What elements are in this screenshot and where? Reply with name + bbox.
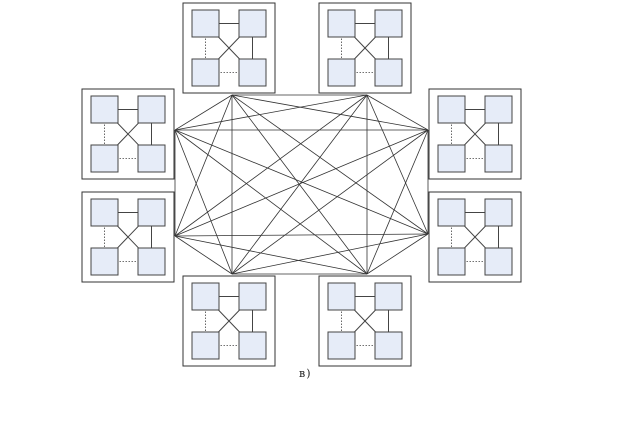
node-box: [90, 144, 119, 173]
node-box: [484, 247, 513, 276]
cluster-right-bottom: [428, 191, 522, 283]
cluster-left-top: [81, 88, 175, 180]
figure-caption: в): [299, 367, 312, 380]
node-box: [437, 198, 466, 227]
node-box: [327, 58, 356, 87]
node-box: [484, 198, 513, 227]
node-box: [484, 144, 513, 173]
node-box: [238, 331, 267, 360]
link-cluster-bottom-left-to-cluster-left-top: [174, 129, 233, 275]
node-box: [374, 282, 403, 311]
link-cluster-top-right-to-cluster-bottom-left: [231, 94, 368, 275]
node-box: [437, 95, 466, 124]
link-cluster-top-left-to-cluster-right-top: [231, 94, 429, 131]
node-box: [238, 9, 267, 38]
node-box: [90, 95, 119, 124]
node-box: [191, 9, 220, 38]
node-box: [374, 331, 403, 360]
link-cluster-right-bottom-to-cluster-left-bottom: [174, 233, 429, 237]
cluster-left-bottom: [81, 191, 175, 283]
node-box: [137, 95, 166, 124]
link-cluster-top-right-to-cluster-left-bottom: [174, 94, 368, 237]
node-box: [327, 9, 356, 38]
node-box: [191, 58, 220, 87]
link-cluster-top-right-to-cluster-right-top: [366, 94, 429, 131]
link-cluster-top-left-to-cluster-left-bottom: [174, 94, 233, 237]
link-cluster-top-left-to-cluster-right-bottom: [231, 94, 429, 235]
node-box: [191, 282, 220, 311]
link-cluster-right-top-to-cluster-left-bottom: [174, 129, 429, 237]
node-box: [238, 282, 267, 311]
node-box: [90, 247, 119, 276]
node-box: [437, 247, 466, 276]
node-box: [437, 144, 466, 173]
link-cluster-right-top-to-cluster-bottom-right: [366, 129, 429, 275]
link-cluster-top-right-to-cluster-left-top: [174, 94, 368, 131]
node-box: [374, 9, 403, 38]
node-box: [327, 331, 356, 360]
link-cluster-right-bottom-to-cluster-left-top: [174, 129, 429, 235]
cluster-bottom-right: [318, 275, 412, 367]
cluster-bottom-left: [182, 275, 276, 367]
link-cluster-top-left-to-cluster-left-top: [174, 94, 233, 131]
link-cluster-right-top-to-cluster-bottom-left: [231, 129, 429, 275]
link-cluster-bottom-right-to-cluster-left-bottom: [174, 235, 368, 275]
node-box: [327, 282, 356, 311]
link-cluster-bottom-right-to-cluster-left-top: [174, 129, 368, 275]
node-box: [137, 247, 166, 276]
node-box: [137, 144, 166, 173]
node-box: [191, 331, 220, 360]
link-cluster-right-bottom-to-cluster-bottom-right: [366, 233, 429, 275]
cluster-top-right: [318, 2, 412, 94]
node-box: [90, 198, 119, 227]
cluster-top-left: [182, 2, 276, 94]
cluster-right-top: [428, 88, 522, 180]
node-box: [374, 58, 403, 87]
node-box: [238, 58, 267, 87]
interconnect-links: [174, 94, 429, 275]
link-cluster-right-bottom-to-cluster-bottom-left: [231, 233, 429, 275]
link-cluster-bottom-left-to-cluster-left-bottom: [174, 235, 233, 275]
link-cluster-top-right-to-cluster-right-bottom: [366, 94, 429, 235]
node-box: [137, 198, 166, 227]
node-box: [484, 95, 513, 124]
clusters-group: [81, 2, 522, 367]
